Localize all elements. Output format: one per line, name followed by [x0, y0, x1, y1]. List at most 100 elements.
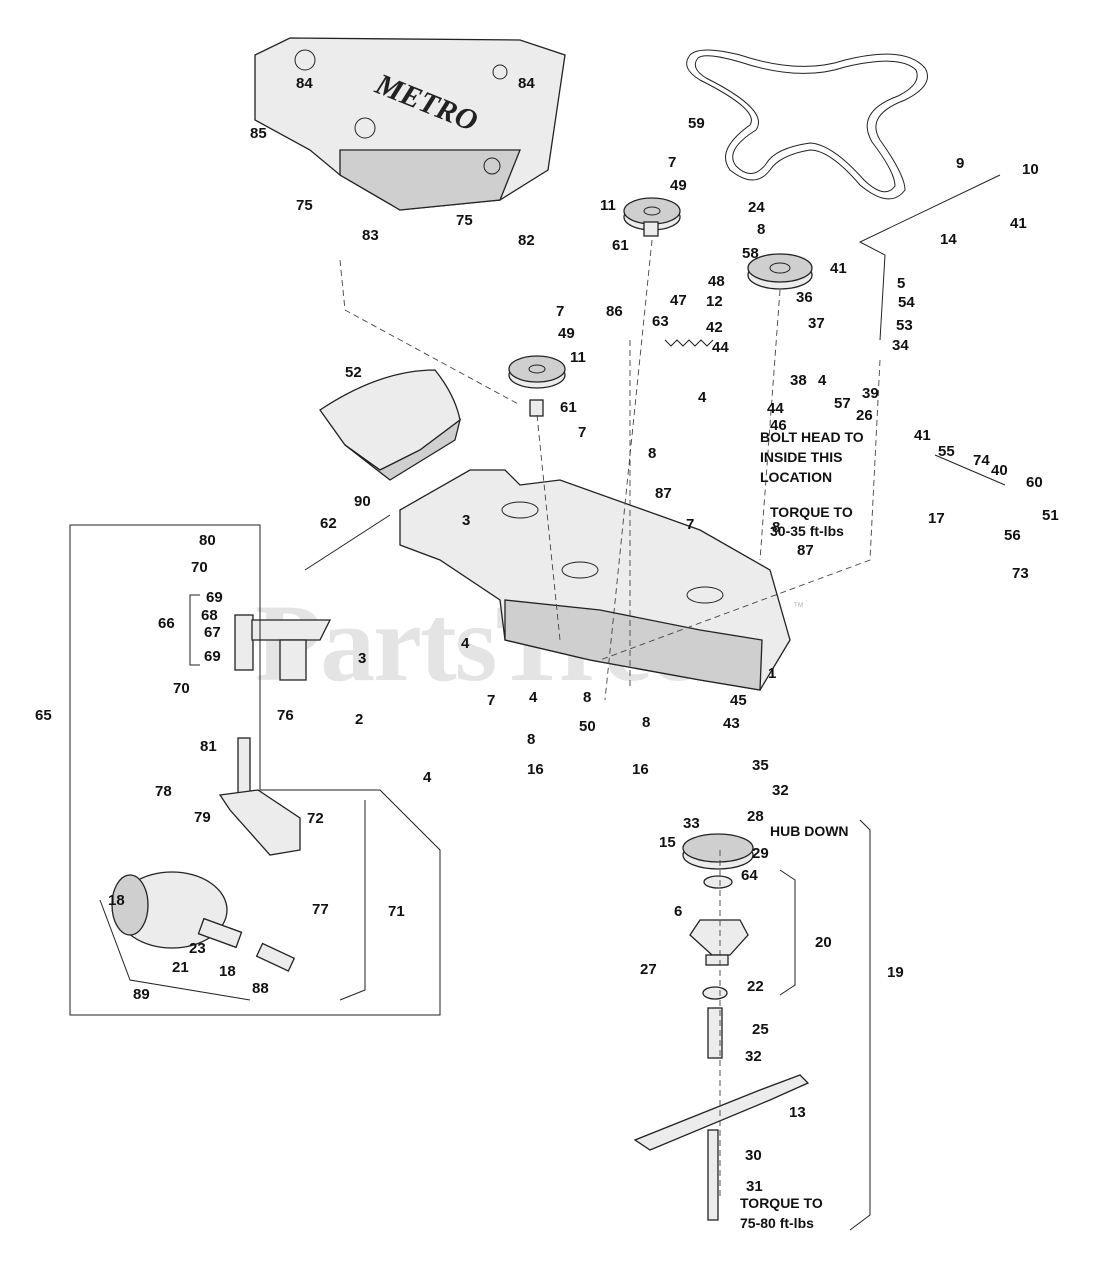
callout-labels: 84 84 85 75 83 75 82 7 49 11 61 7 49 11 …: [35, 75, 1059, 1195]
callout: 14: [940, 231, 957, 248]
callout: 41: [830, 260, 847, 277]
callout: 65: [35, 707, 52, 724]
callout: 13: [789, 1104, 806, 1121]
callout: 43: [723, 715, 740, 732]
bracket-65: [69, 524, 441, 1016]
callout: 10: [1022, 161, 1039, 178]
callout: 4: [698, 389, 707, 406]
callout: 33: [683, 815, 700, 832]
callout: 7: [487, 692, 495, 709]
callout: 7: [556, 303, 564, 320]
callout: 69: [206, 589, 223, 606]
callout: 70: [191, 559, 208, 576]
callout: 74: [973, 452, 990, 469]
callout: 16: [632, 761, 649, 778]
callout: 66: [158, 615, 175, 632]
deck-cover: METRO: [254, 37, 566, 211]
callout: 26: [856, 407, 873, 424]
callout: 4: [423, 769, 432, 786]
spindle-assembly: [633, 833, 810, 1221]
callout: 6: [674, 903, 682, 920]
callout: 64: [741, 867, 758, 884]
callout: 11: [600, 197, 616, 214]
callout: 7: [668, 154, 676, 171]
callout: 72: [307, 810, 324, 827]
note-bolt-head: BOLT HEAD TO INSIDE THIS LOCATION: [760, 429, 864, 485]
callout: 37: [808, 315, 825, 332]
callout: 79: [194, 809, 211, 826]
callout: 76: [277, 707, 294, 724]
tension-spring: [664, 339, 714, 347]
callout: 42: [706, 319, 723, 336]
callout: 7: [686, 516, 694, 533]
callout: 20: [815, 934, 832, 951]
drive-pulley-58: [747, 253, 813, 290]
drive-belt: [686, 49, 928, 200]
callout: 63: [652, 313, 669, 330]
note-torque-30-35: TORQUE TO 30-35 ft-lbs: [770, 504, 853, 539]
callout: 21: [172, 959, 189, 976]
callout: 61: [612, 237, 629, 254]
callout: 4: [461, 635, 470, 652]
idler-pulley-upper: [623, 197, 681, 237]
callout: 44: [712, 339, 729, 356]
callout: 59: [688, 115, 705, 132]
callout: 75: [456, 212, 473, 229]
callout: 68: [201, 607, 218, 624]
callout: 80: [199, 532, 216, 549]
callout: 3: [358, 650, 366, 667]
callout: 24: [748, 199, 765, 216]
callout: 8: [642, 714, 650, 731]
callout: 67: [204, 624, 221, 641]
callout: 89: [133, 986, 150, 1003]
callout: 88: [252, 980, 269, 997]
mower-deck: [399, 469, 791, 691]
callout: 51: [1042, 507, 1059, 524]
callout: 17: [928, 510, 945, 527]
callout: 8: [583, 689, 591, 706]
callout: 70: [173, 680, 190, 697]
callout: 34: [892, 337, 909, 354]
callout: 40: [991, 462, 1008, 479]
callout: 85: [250, 125, 267, 142]
callout: 36: [796, 289, 813, 306]
callout: 86: [606, 303, 623, 320]
callout: 16: [527, 761, 544, 778]
callout: 78: [155, 783, 172, 800]
callout: 38: [790, 372, 807, 389]
bracket-89: [99, 899, 251, 1001]
callout: 11: [570, 349, 586, 366]
bracket-20: [779, 869, 796, 996]
bracket-71: [339, 800, 366, 1001]
callout: 56: [1004, 527, 1021, 544]
watermark-trademark: ™: [793, 601, 804, 613]
callout: 55: [938, 443, 955, 460]
callout: 71: [388, 903, 405, 920]
callout: 87: [655, 485, 672, 502]
callout: 32: [772, 782, 789, 799]
callout: 41: [914, 427, 931, 444]
callout: 77: [312, 901, 329, 918]
callout: 19: [887, 964, 904, 981]
callout: 49: [670, 177, 687, 194]
bracket-66: [189, 594, 200, 666]
callout: 84: [296, 75, 313, 92]
callout: 31: [746, 1178, 763, 1195]
callout: 9: [956, 155, 964, 172]
callout: 12: [706, 293, 723, 310]
callout: 28: [747, 808, 764, 825]
svg-text:75-80 ft-lbs: 75-80 ft-lbs: [740, 1215, 814, 1231]
callout: 90: [354, 493, 371, 510]
svg-text:INSIDE THIS: INSIDE THIS: [760, 449, 842, 465]
callout: 39: [862, 385, 879, 402]
callout: 35: [752, 757, 769, 774]
callout: 57: [834, 395, 851, 412]
callout: 48: [708, 273, 725, 290]
callout: 73: [1012, 565, 1029, 582]
callout: 7: [578, 424, 586, 441]
callout: 15: [659, 834, 676, 851]
lift-rod: [858, 174, 1001, 341]
callout: 52: [345, 364, 362, 381]
callout: 50: [579, 718, 596, 735]
bracket-19: [849, 819, 871, 1231]
